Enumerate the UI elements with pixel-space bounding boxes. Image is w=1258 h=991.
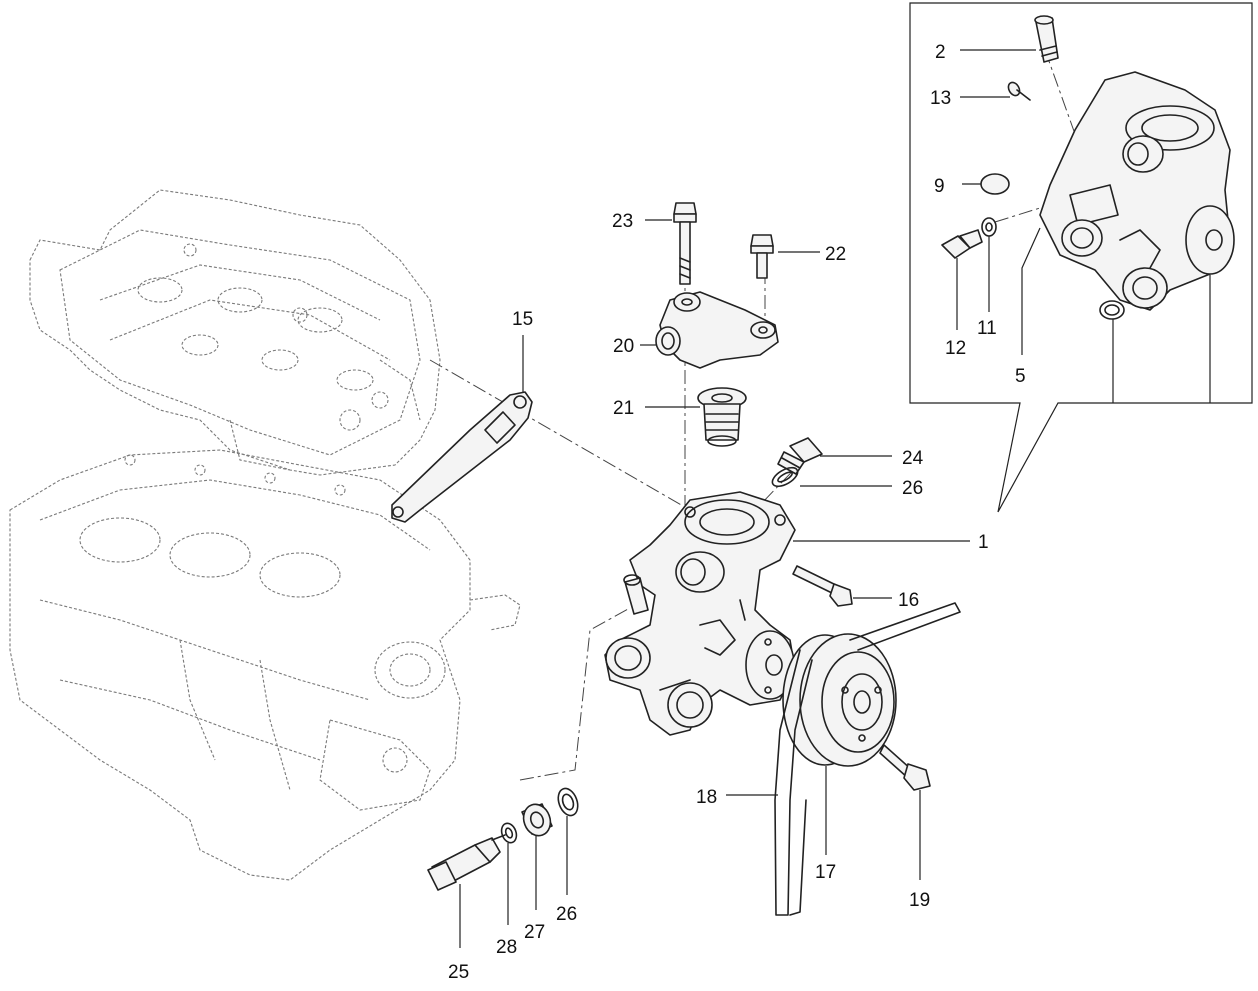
inset-ring xyxy=(1099,300,1125,320)
pulley-17 xyxy=(782,633,897,767)
callout-9: 9 xyxy=(934,176,945,197)
cylinder-head-ghost xyxy=(29,189,441,476)
inset-bolt-12 xyxy=(941,229,983,259)
callout-15: 15 xyxy=(512,309,533,330)
callout-11: 11 xyxy=(977,318,997,339)
inset-screw-13 xyxy=(1007,81,1031,101)
inset-sleeve-2 xyxy=(1034,15,1059,63)
callout-21: 21 xyxy=(613,398,634,419)
bolt-16 xyxy=(792,565,853,607)
water-pump-body-1 xyxy=(604,491,796,736)
inset-cap-9 xyxy=(980,173,1010,195)
callout-20: 20 xyxy=(613,336,634,357)
callout-17: 17 xyxy=(815,862,836,883)
thermostat-21 xyxy=(697,387,747,447)
washer-28 xyxy=(500,822,518,844)
inset-pump-body xyxy=(1039,71,1235,311)
adapter-27 xyxy=(521,803,553,837)
bolt-22 xyxy=(750,234,774,279)
callout-24: 24 xyxy=(902,448,924,469)
thermostat-cover-20 xyxy=(655,291,779,369)
callout-27: 27 xyxy=(524,922,545,943)
callout-5: 5 xyxy=(1015,366,1026,387)
callout-25: 25 xyxy=(448,962,469,983)
callout-2: 2 xyxy=(935,42,946,63)
callout-26-upper: 26 xyxy=(902,478,923,499)
leader-lines xyxy=(459,49,1211,948)
callout-19: 19 xyxy=(909,890,930,911)
sensor-25 xyxy=(427,834,506,891)
callout-23: 23 xyxy=(612,211,633,232)
callout-12: 12 xyxy=(945,338,966,359)
washer-26-lower xyxy=(557,787,579,817)
callout-22: 22 xyxy=(825,244,846,265)
callout-26-lower: 26 xyxy=(556,904,577,925)
inset-washer-11 xyxy=(981,217,997,237)
washer-26-upper xyxy=(771,466,799,488)
callout-18: 18 xyxy=(696,787,717,808)
callout-28: 28 xyxy=(496,937,517,958)
inset-detail-box xyxy=(909,2,1253,513)
plug-24 xyxy=(777,437,823,475)
callout-16: 16 xyxy=(898,590,919,611)
cylinder-block-ghost xyxy=(9,449,521,881)
callout-1: 1 xyxy=(978,532,989,553)
bolt-23 xyxy=(673,202,697,285)
v-belt-18 xyxy=(774,602,961,916)
gasket-15 xyxy=(391,391,533,523)
bolt-19 xyxy=(879,744,931,791)
callout-13: 13 xyxy=(930,88,951,109)
callout-labels: 1 2 5 9 11 12 13 15 16 17 18 19 20 21 22… xyxy=(448,42,1026,983)
